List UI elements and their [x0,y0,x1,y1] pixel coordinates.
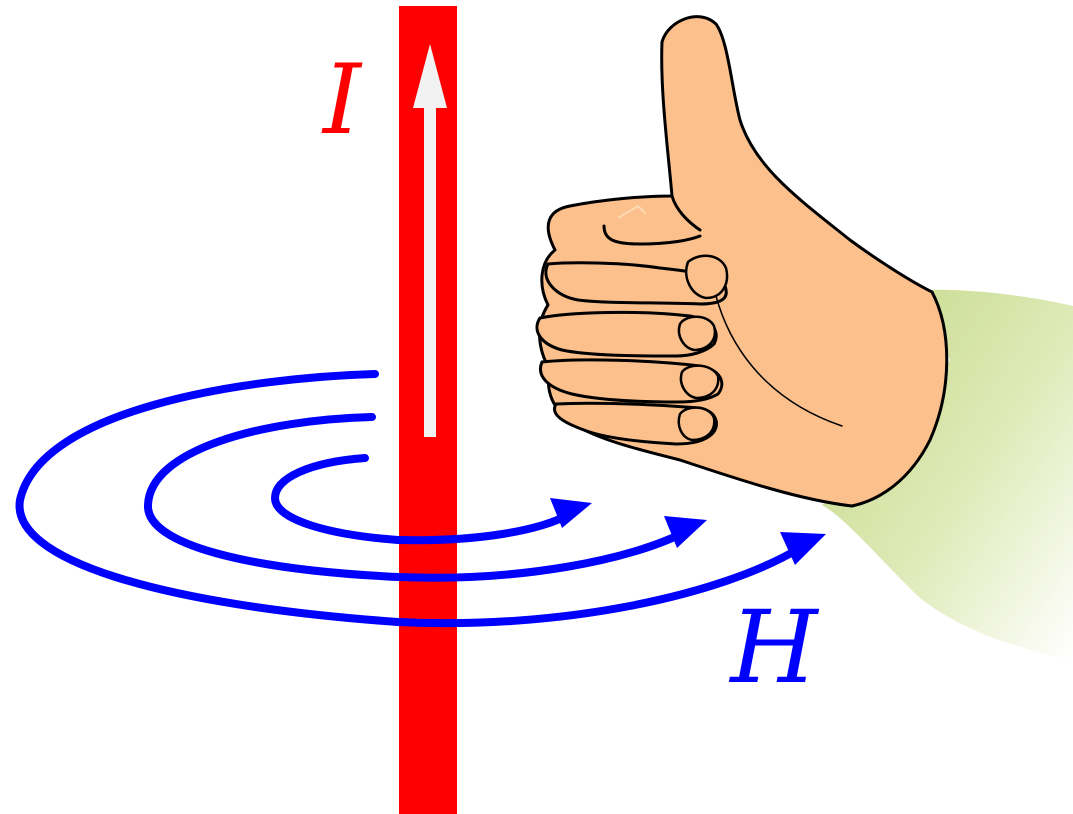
field-arrow-outer-icon [780,532,826,565]
field-loop-inner-back [275,458,398,540]
field-arrow-middle-icon [664,516,707,548]
field-label: H [728,589,819,706]
current-label: I [321,44,363,156]
field-loop-outer-back [20,374,398,622]
thumbs-up-hand-icon [537,17,947,506]
field-loops-back [20,374,398,622]
